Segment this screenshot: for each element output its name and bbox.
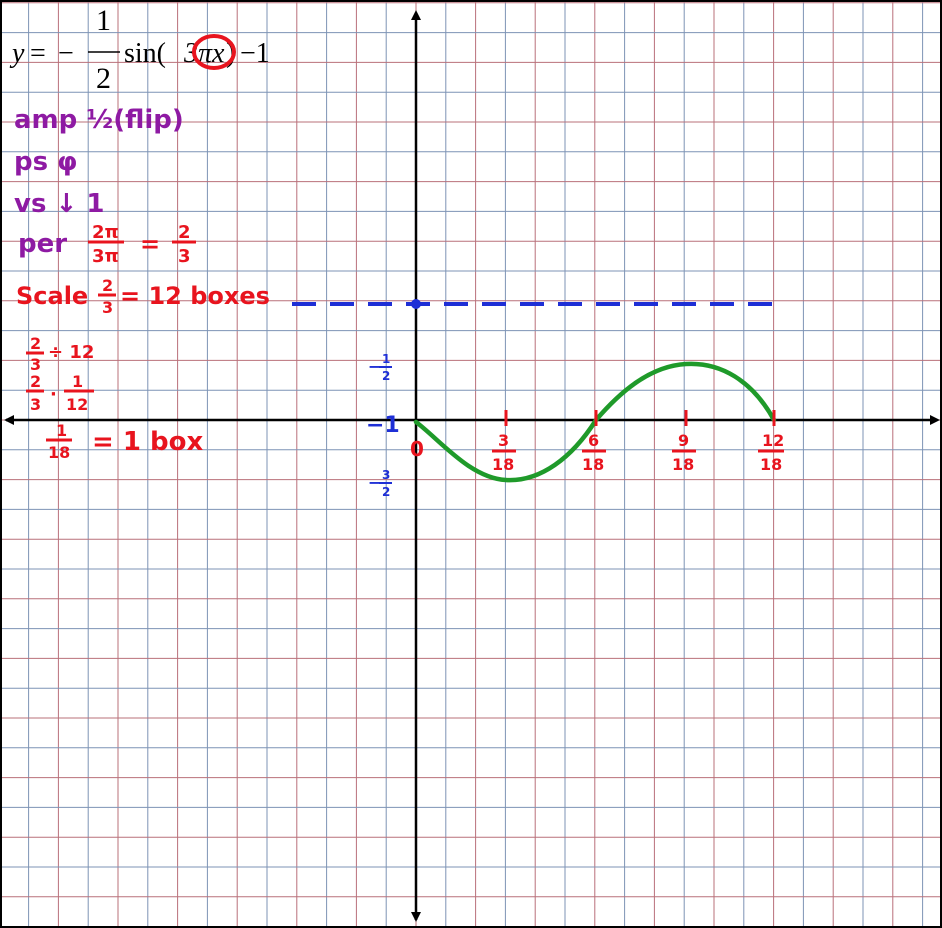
phase-shift-note: ps φ — [14, 147, 77, 177]
equation-minus: − — [58, 38, 74, 69]
y-label-bot-num: 3 — [382, 468, 390, 482]
result-den: 18 — [48, 443, 70, 462]
equation-equals: = — [30, 38, 46, 69]
equation-sin: sin( — [124, 38, 166, 69]
scale-den: 3 — [102, 298, 113, 317]
equation-lhs: y — [9, 38, 25, 69]
step2-num: 2 — [30, 372, 41, 391]
period-num: 2π — [92, 222, 119, 243]
equation-fraction-numerator: 1 — [96, 4, 111, 37]
equation-fraction-denominator: 2 — [96, 62, 111, 95]
axes — [4, 10, 940, 922]
scale-num: 2 — [102, 276, 113, 295]
vertical-shift-note: vs ↓ 1 — [14, 189, 104, 219]
x-label-4-num: 12 — [762, 431, 784, 450]
step1-den: 3 — [30, 355, 41, 374]
result-rest: = 1 box — [92, 427, 203, 457]
y-label-top-den: 2 — [382, 369, 390, 383]
period-label: per — [18, 229, 67, 259]
scale-label: Scale — [16, 282, 88, 310]
period-den: 3π — [92, 246, 119, 267]
step2-den2: 12 — [66, 395, 88, 414]
x-label-4-den: 18 — [760, 455, 782, 474]
equation-tail: −1 — [240, 38, 270, 69]
x-labels: 0 3 18 6 18 9 18 12 18 — [410, 410, 784, 474]
equation: y = − 1 2 sin( 3πx ) −1 — [9, 4, 270, 95]
amplitude-note: amp ½(flip) — [14, 105, 184, 135]
y-label-top-num: 1 — [382, 352, 390, 366]
step1-num: 2 — [30, 334, 41, 353]
x-label-2-num: 6 — [588, 431, 599, 450]
x-label-3-den: 18 — [672, 455, 694, 474]
x-tick-3: 9 18 — [672, 410, 696, 474]
x-label-2-den: 18 — [582, 455, 604, 474]
step2-num2: 1 — [72, 372, 83, 391]
result-num: 1 — [56, 421, 67, 440]
x-tick-2: 6 18 — [582, 410, 606, 474]
y-label-bot-sign: − — [368, 473, 381, 492]
y-axis-top-arrow-icon — [411, 10, 421, 20]
purple-notes: amp ½(flip) ps φ vs ↓ 1 per — [14, 105, 184, 259]
step1-rest: ÷ 12 — [48, 342, 94, 363]
x-label-3-num: 9 — [678, 431, 689, 450]
x-tick-4: 12 18 — [758, 410, 784, 474]
step2-den: 3 — [30, 395, 41, 414]
y-label-mid: −1 — [366, 413, 400, 438]
circled-coefficient-mark — [192, 34, 236, 70]
x-label-1-den: 18 — [492, 455, 514, 474]
y-label-bot-den: 2 — [382, 485, 390, 499]
x-axis-left-arrow-icon — [4, 415, 14, 425]
x-label-0: 0 — [410, 437, 424, 461]
period-eq: = — [140, 230, 160, 258]
x-tick-1: 3 18 — [492, 410, 516, 474]
period-result-den: 3 — [178, 246, 191, 267]
y-label-top-sign: − — [368, 357, 381, 376]
x-tick-0: 0 — [410, 437, 424, 461]
y-axis-bottom-arrow-icon — [411, 912, 421, 922]
x-axis-right-arrow-icon — [930, 415, 940, 425]
scale-rest: = 12 boxes — [120, 282, 270, 310]
red-notes: 2π 3π = 2 3 Scale 2 3 = 12 boxes 2 3 ÷ 1… — [16, 222, 270, 462]
period-result-num: 2 — [178, 222, 191, 243]
blue-annotations: − 1 2 −1 − 3 2 — [292, 299, 780, 499]
step2-op: · — [50, 384, 57, 405]
dashed-line-dot — [411, 299, 421, 309]
equation-close: ) — [226, 38, 235, 69]
x-label-1-num: 3 — [498, 431, 509, 450]
